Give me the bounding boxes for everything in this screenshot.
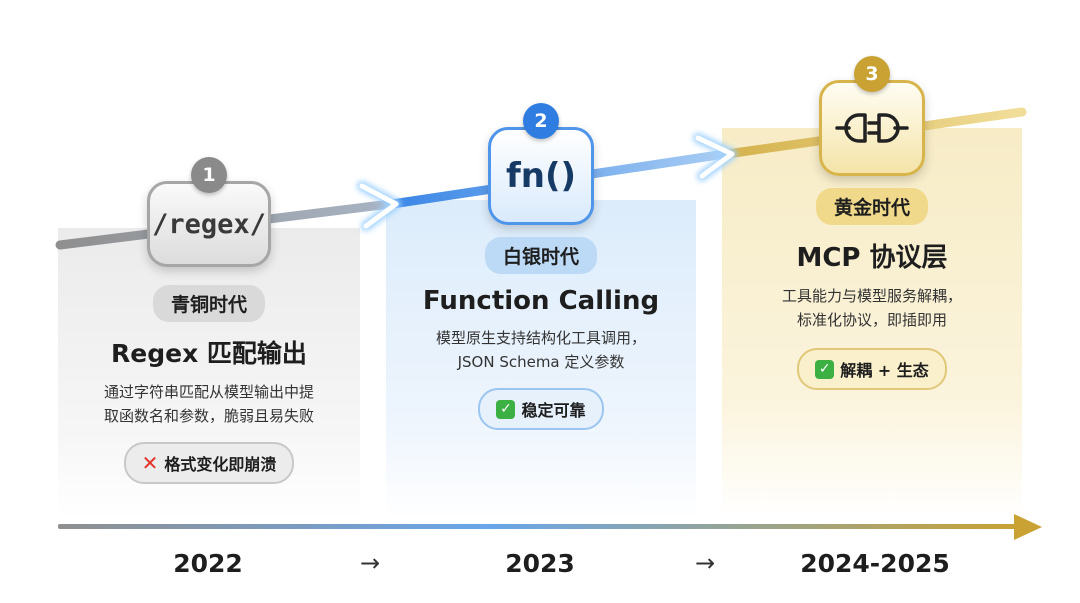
- stage-title: MCP 协议层: [796, 243, 948, 273]
- stage-3: 3 黄金时代 MCP 协议层 工具能力与模型服务解耦， 标准化协议，即插即用 ✓…: [722, 56, 1022, 390]
- era-label: 黄金时代: [815, 188, 928, 225]
- plug-connector-icon: [835, 113, 909, 143]
- timeline-axis: [58, 524, 1018, 529]
- status-badge: ✕ 格式变化即崩溃: [123, 442, 295, 484]
- era-label: 青铜时代: [152, 285, 265, 322]
- cross-mark-icon: ✕: [141, 451, 159, 475]
- stage-description: 模型原生支持结构化工具调用， JSON Schema 定义参数: [435, 329, 646, 371]
- stage-title: Function Calling: [422, 286, 660, 316]
- stage-description: 通过字符串匹配从模型输出中提 取函数名和参数，脆弱且易失败: [103, 383, 314, 425]
- timeline-axis-arrow-icon: [1014, 514, 1042, 540]
- year-label-2022: 2022: [173, 549, 243, 578]
- stage-number-badge: 3: [854, 56, 890, 92]
- plug-connector-icon: [819, 80, 925, 176]
- stage-title: Regex 匹配输出: [111, 339, 307, 368]
- year-label-2023: 2023: [505, 549, 575, 578]
- status-badge: ✓ 解耦 + 生态: [797, 348, 947, 390]
- regex-icon: /regex/: [147, 181, 271, 267]
- status-badge: ✓ 稳定可靠: [478, 388, 604, 430]
- stage-2: 2 fn() 白银时代 Function Calling 模型原生支持结构化工具…: [386, 103, 696, 430]
- stage-number-badge: 2: [523, 103, 559, 139]
- check-mark-icon: ✓: [815, 359, 835, 379]
- function-icon: fn(): [488, 127, 594, 225]
- stage-description: 工具能力与模型服务解耦， 标准化协议，即插即用: [781, 287, 962, 329]
- stage-number-badge: 1: [191, 157, 227, 193]
- check-mark-icon: ✓: [496, 399, 516, 419]
- stage-1: 1 /regex/ 青铜时代 Regex 匹配输出 通过字符串匹配从模型输出中提…: [58, 157, 360, 484]
- timeline-arrow-icon: →: [360, 549, 381, 577]
- year-label-2024-2025: 2024-2025: [800, 549, 950, 578]
- timeline-arrow-icon: →: [695, 549, 716, 577]
- era-label: 白银时代: [484, 237, 597, 274]
